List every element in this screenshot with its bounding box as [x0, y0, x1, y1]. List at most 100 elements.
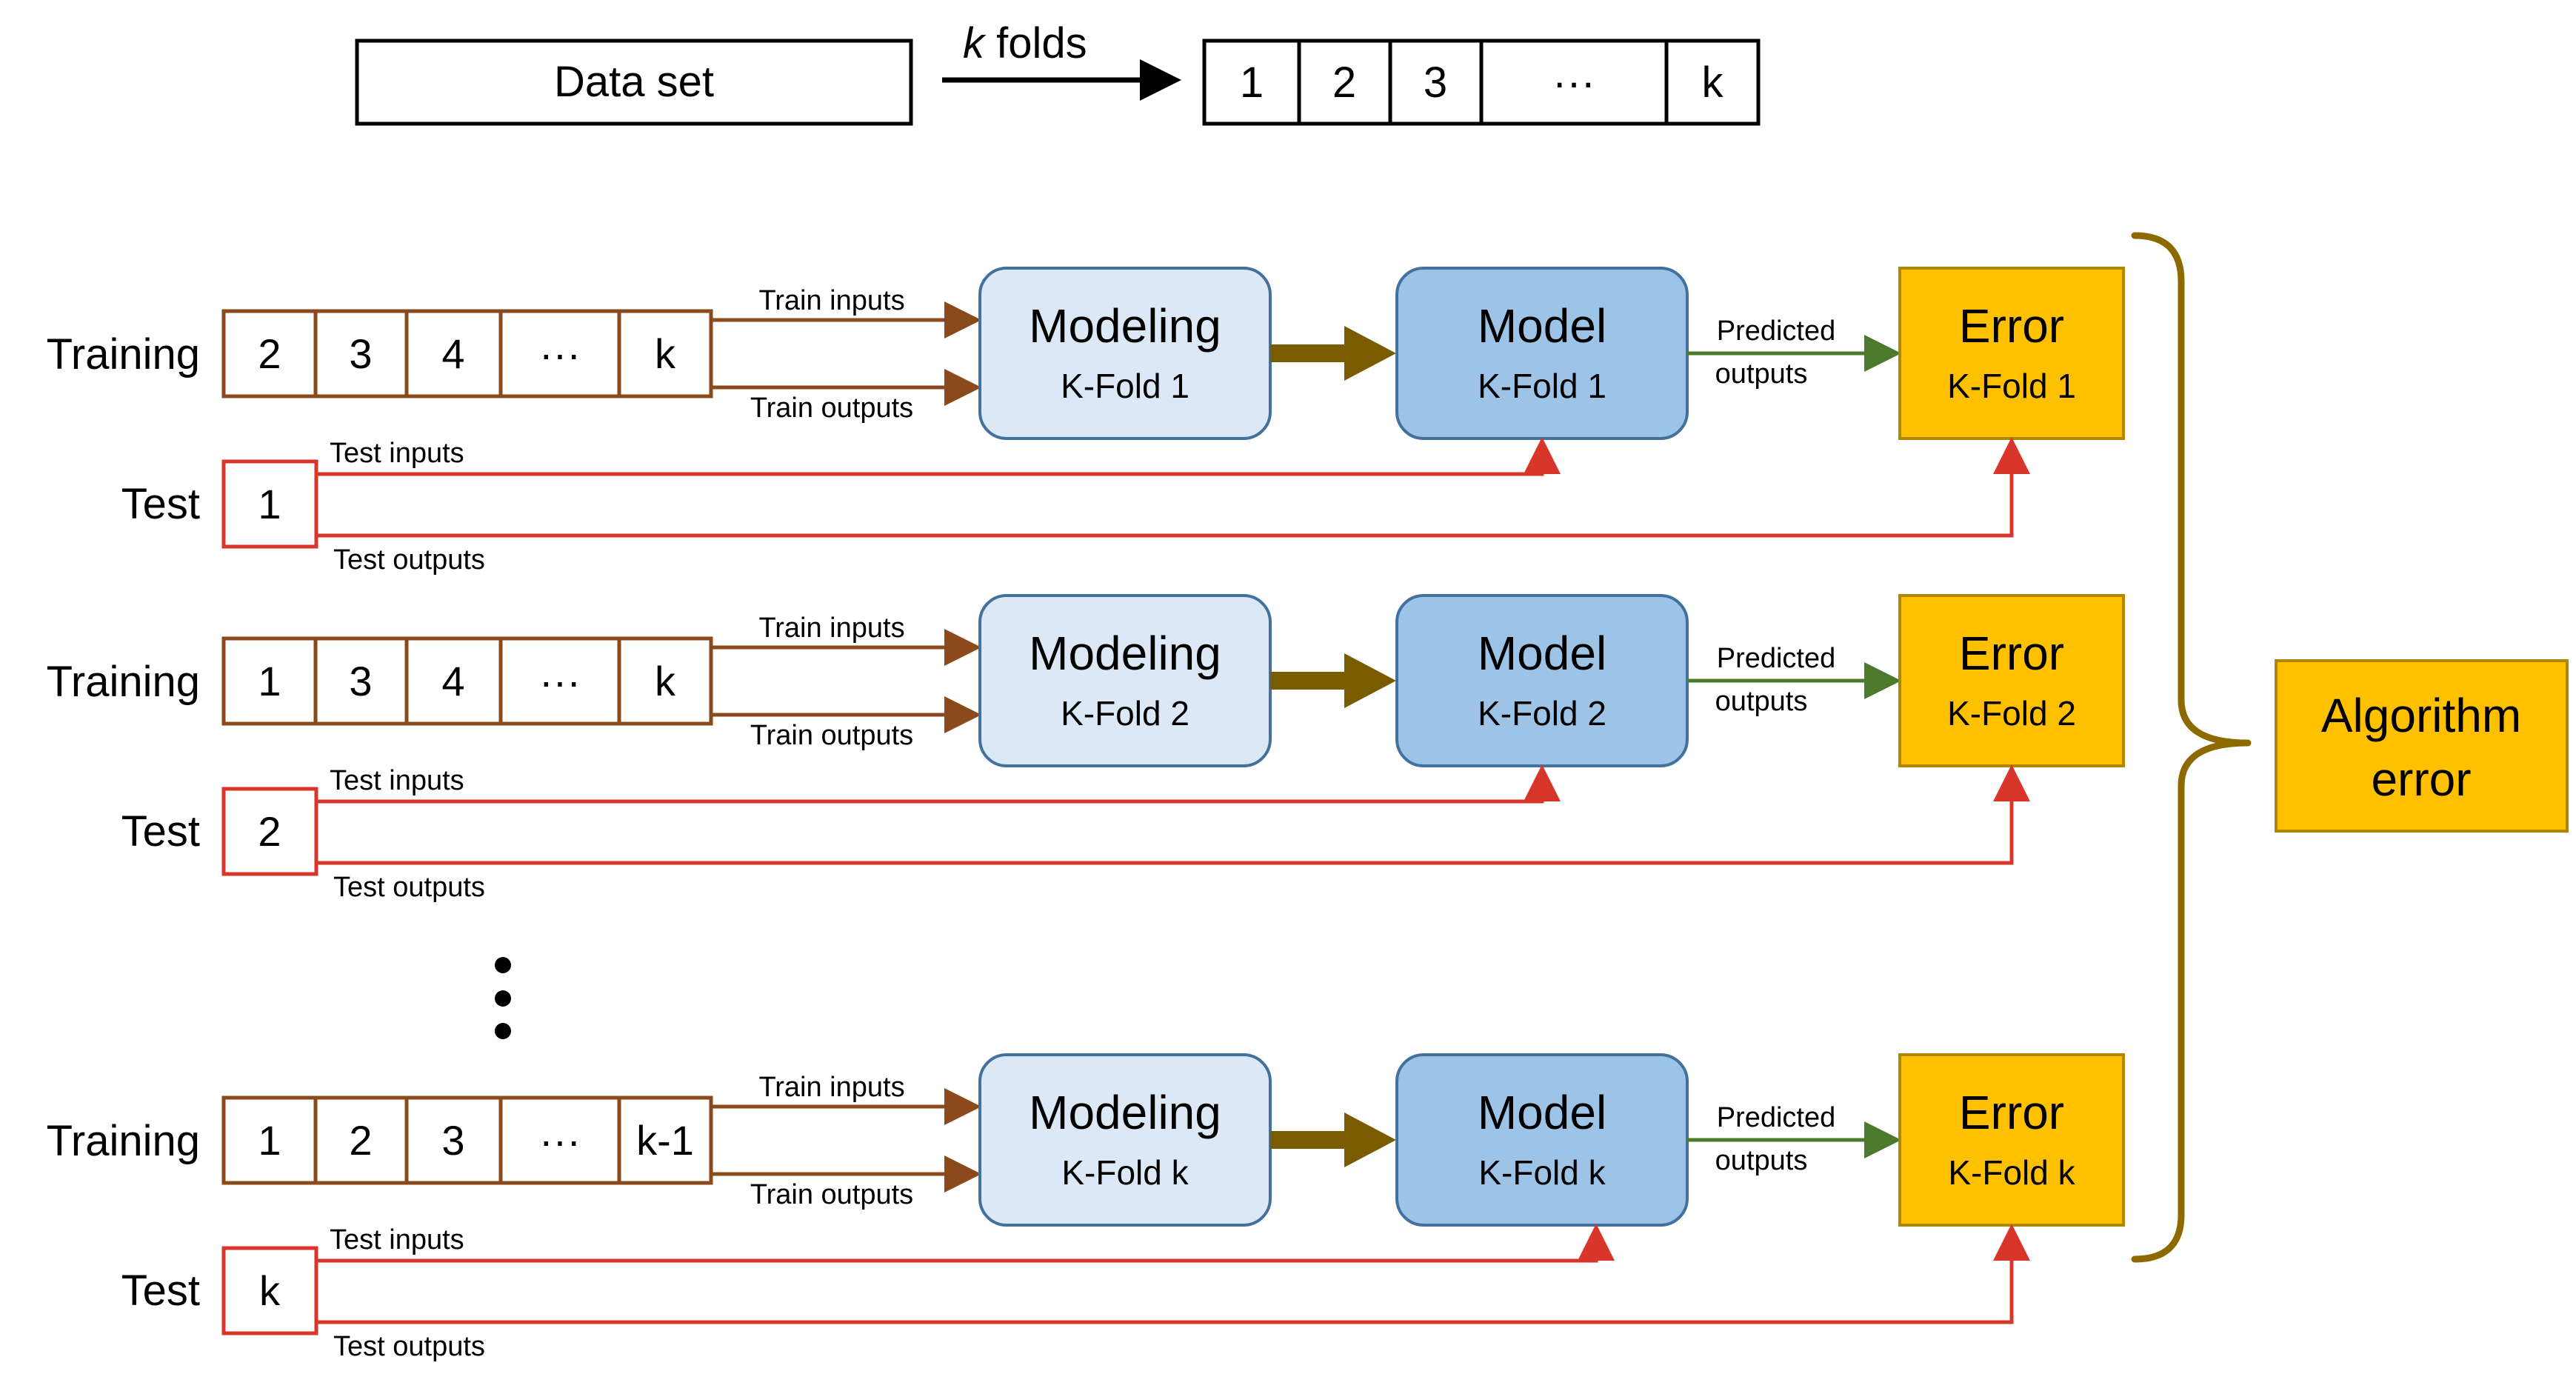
error-box — [1898, 267, 2125, 440]
test-cell-box — [221, 1246, 318, 1335]
modeling-box — [978, 1053, 1272, 1227]
dataset-label: Data set — [554, 58, 714, 106]
train-outputs-label: Train outputs — [750, 1179, 913, 1210]
train-inputs-label: Train inputs — [758, 285, 904, 316]
training-cell: k — [655, 658, 676, 704]
error-title: Error — [1959, 1086, 2064, 1139]
training-cell: 2 — [349, 1117, 372, 1164]
training-cell: 3 — [349, 658, 372, 704]
training-label: Training — [47, 658, 200, 706]
model-box — [1395, 594, 1689, 767]
test-cell-box — [221, 787, 318, 876]
test-cell: 1 — [258, 481, 281, 527]
train-inputs-label: Train inputs — [758, 1072, 904, 1103]
test-inputs-label: Test inputs — [330, 1224, 464, 1255]
curly-brace — [2131, 232, 2252, 1263]
error-box — [1898, 1053, 2125, 1227]
training-cell: k — [655, 330, 676, 377]
test-inputs-arrow — [316, 437, 1561, 476]
outputs-label: outputs — [1715, 1145, 1808, 1176]
training-cells: 2 3 4 ··· k — [221, 309, 713, 398]
training-cell: 2 — [258, 330, 281, 377]
modeling-title: Modeling — [1029, 1086, 1221, 1139]
fold-cell: 3 — [1424, 59, 1447, 107]
error-subtitle: K-Fold 1 — [1947, 367, 2076, 405]
error-title: Error — [1959, 299, 2064, 353]
predicted-label: Predicted — [1717, 643, 1836, 674]
test-outputs-label: Test outputs — [333, 1331, 485, 1362]
modeling-subtitle: K-Fold 1 — [1061, 367, 1189, 405]
fold-row-1: Training 2 3 4 ··· k Test 1 Train inputs… — [47, 267, 2125, 576]
model-title: Model — [1478, 1086, 1606, 1139]
outputs-label: outputs — [1715, 686, 1808, 717]
train-outputs-label: Train outputs — [750, 720, 913, 751]
predicted-label: Predicted — [1717, 316, 1836, 347]
model-subtitle: K-Fold k — [1478, 1153, 1606, 1192]
training-label: Training — [47, 1117, 200, 1165]
fold-cell: 2 — [1332, 59, 1356, 107]
bold-arrow — [1270, 653, 1396, 708]
fold-row-k: Training 1 2 3 ··· k-1 Test k Train inpu… — [47, 1053, 2125, 1362]
algorithm-error-line1: Algorithm — [2321, 689, 2521, 742]
test-outputs-arrow — [316, 1224, 2030, 1324]
k-folds-word: folds — [984, 19, 1087, 67]
test-inputs-label: Test inputs — [330, 438, 464, 469]
test-outputs-arrow — [316, 764, 2030, 865]
model-title: Model — [1478, 627, 1606, 680]
bold-arrow — [1270, 326, 1396, 381]
dataset-box — [355, 39, 913, 126]
fold-cell: ··· — [1552, 59, 1595, 107]
fold-cells: 1 2 3 ··· k — [1202, 39, 1761, 126]
fold-cell: k — [1702, 59, 1724, 107]
header: Data set k folds 1 2 3 ··· k — [355, 19, 1761, 126]
bold-arrow — [1270, 1113, 1396, 1167]
error-subtitle: K-Fold 2 — [1947, 694, 2076, 733]
predicted-label: Predicted — [1717, 1102, 1836, 1133]
model-box — [1395, 267, 1689, 440]
error-subtitle: K-Fold k — [1948, 1153, 2075, 1192]
fold-cell: 1 — [1240, 59, 1264, 107]
training-cell: ··· — [539, 330, 581, 377]
training-label: Training — [47, 330, 200, 378]
model-subtitle: K-Fold 1 — [1478, 367, 1606, 405]
test-label: Test — [121, 480, 200, 528]
modeling-title: Modeling — [1029, 627, 1221, 680]
modeling-subtitle: K-Fold 2 — [1061, 694, 1189, 733]
training-cell: 3 — [441, 1117, 464, 1164]
error-title: Error — [1959, 627, 2064, 680]
algorithm-error-box — [2275, 659, 2569, 833]
model-subtitle: K-Fold 2 — [1478, 694, 1606, 733]
training-cell: ··· — [539, 1117, 581, 1164]
training-cell: 1 — [258, 1117, 281, 1164]
test-outputs-label: Test outputs — [333, 872, 485, 903]
training-cell: k-1 — [636, 1117, 694, 1164]
test-inputs-arrow — [316, 1224, 1615, 1263]
algorithm-error-line2: error — [2371, 753, 2471, 806]
test-cell: k — [259, 1267, 281, 1314]
test-cell-box — [221, 459, 318, 549]
train-outputs-label: Train outputs — [750, 393, 913, 424]
test-cell: 2 — [258, 808, 281, 855]
model-title: Model — [1478, 299, 1606, 353]
training-cell: 4 — [441, 330, 464, 377]
k-folds-k: k — [963, 19, 987, 67]
error-box — [1898, 594, 2125, 767]
test-inputs-arrow — [316, 764, 1561, 804]
train-inputs-label: Train inputs — [758, 613, 904, 644]
model-box — [1395, 1053, 1689, 1227]
modeling-subtitle: K-Fold k — [1061, 1153, 1189, 1192]
training-cell: 1 — [258, 658, 281, 704]
test-label: Test — [121, 1267, 200, 1315]
modeling-box — [978, 267, 1272, 440]
training-cell: 3 — [349, 330, 372, 377]
test-outputs-arrow — [316, 437, 2030, 538]
test-outputs-label: Test outputs — [333, 544, 485, 576]
modeling-title: Modeling — [1029, 299, 1221, 353]
training-cells: 1 3 4 ··· k — [221, 636, 713, 726]
vertical-ellipsis — [495, 957, 511, 1039]
outputs-label: outputs — [1715, 358, 1808, 390]
fold-row-2: Training 1 3 4 ··· k Test 2 Train inputs… — [47, 594, 2125, 903]
modeling-box — [978, 594, 1272, 767]
training-cell: ··· — [539, 658, 581, 704]
